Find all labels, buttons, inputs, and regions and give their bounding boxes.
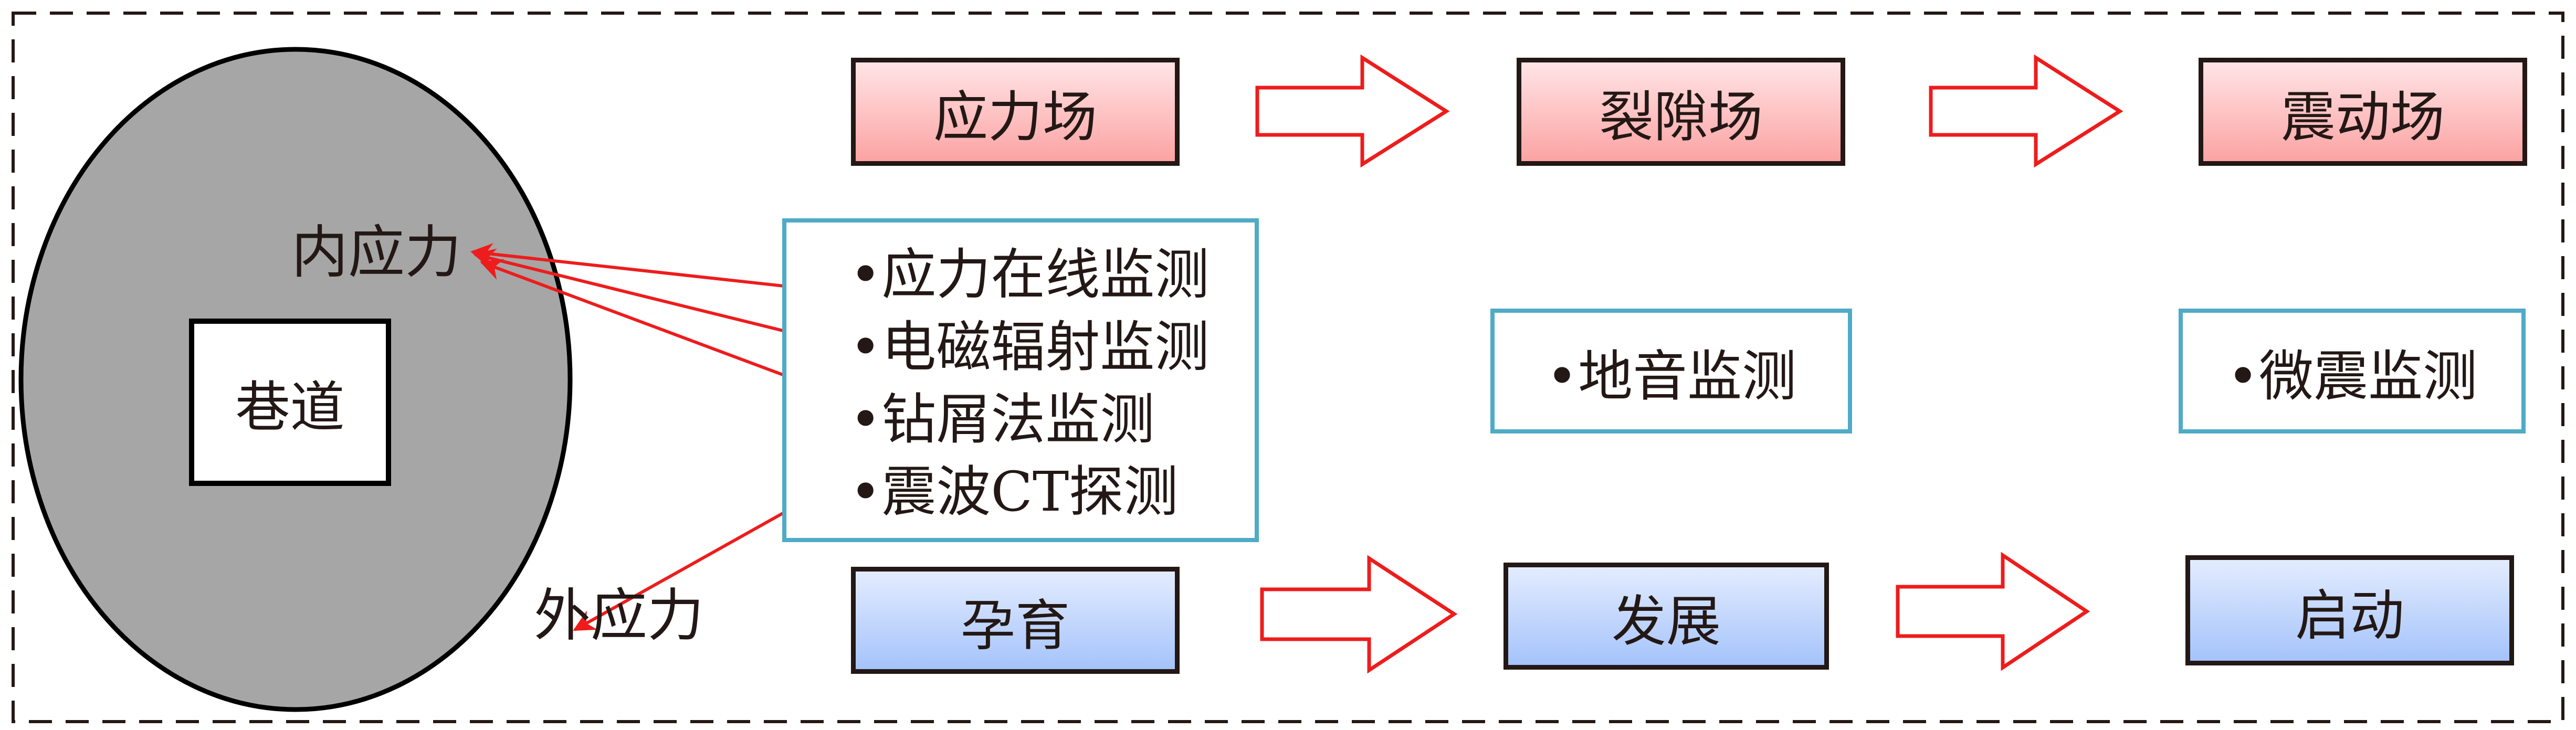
block-arrow-1 [1255,54,1450,168]
dashed-border [12,12,2564,723]
acoustic-monitoring-box: •地音监测 [1490,309,1852,433]
vibration-field-box: 震动场 [2199,58,2527,166]
method-item: •电磁辐射监测 [849,315,1210,379]
method-item: •应力在线监测 [849,242,1210,306]
block-arrow-4 [1896,552,2090,671]
block-arrows [1255,54,2123,674]
block-arrow-2 [1929,54,2123,168]
method-item: •震波CT探测 [849,460,1179,524]
tunnel-label: 巷道 [235,375,345,439]
development-label: 发展 [1611,589,1721,653]
vibration-field-label: 震动场 [2280,84,2445,149]
fracture-field-label: 裂隙场 [1599,84,1763,149]
monitoring-methods-box: •应力在线监测 •电磁辐射监测 •钻屑法监测 •震波CT探测 [782,218,1259,542]
block-arrow-3 [1260,555,1458,674]
initiation-label: 启动 [2295,583,2404,648]
arrow-line-3 [480,259,836,396]
tunnel-box: 巷道 [189,319,391,486]
microseismic-monitoring-label: •微震监测 [2226,344,2478,408]
incubation-label: 孕育 [960,593,1070,658]
method-item: •钻屑法监测 [849,387,1155,451]
development-box: 发展 [1503,563,1829,670]
fracture-field-box: 裂隙场 [1517,58,1845,166]
initiation-box: 启动 [2185,555,2514,665]
incubation-box: 孕育 [851,567,1180,674]
arrow-line-1 [470,243,827,292]
arrow-line-2 [472,248,826,343]
stress-field-label: 应力场 [933,84,1097,149]
outer-stress-label: 外应力 [534,583,705,649]
inner-stress-label: 内应力 [291,220,462,285]
acoustic-monitoring-label: •地音监测 [1545,344,1797,408]
stress-field-box: 应力场 [851,58,1180,166]
microseismic-monitoring-box: •微震监测 [2179,309,2526,433]
